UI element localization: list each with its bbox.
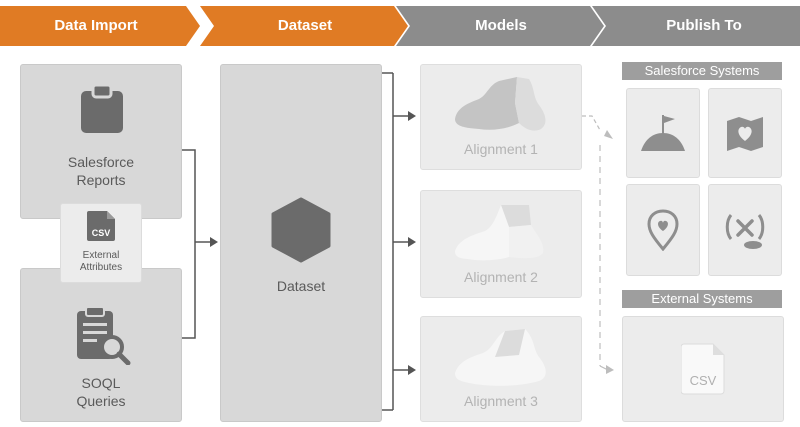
step-label: Publish To (666, 17, 742, 34)
territory-map-icon (455, 329, 546, 386)
model-label: Alignment 2 (464, 269, 538, 285)
model-label: Alignment 1 (464, 141, 538, 157)
step-models: Models (396, 6, 604, 46)
card-label-line-1: SOQL (81, 375, 121, 391)
csv-badge: CSV (91, 228, 111, 238)
step-label: Dataset (277, 17, 333, 34)
salesforce-systems-header: Salesforce Systems (622, 62, 782, 80)
model-label: Alignment 3 (464, 393, 538, 409)
csv-file-icon: CSV (681, 343, 725, 395)
model-card-alignment-2[interactable]: Alignment 2 (420, 190, 582, 298)
publish-tile-map[interactable] (708, 88, 782, 178)
territory-map-icon (455, 205, 544, 261)
soql-queries-card[interactable]: SOQL Queries (20, 268, 182, 422)
clipboard-icon (81, 83, 123, 133)
hexagon-icon (271, 197, 331, 263)
document-search-icon (77, 306, 131, 365)
card-label-line-1: Salesforce (67, 154, 135, 170)
publish-tile-summit[interactable] (626, 88, 700, 178)
csv-label: CSV (689, 373, 717, 388)
step-label: Data Import (54, 17, 138, 34)
dataset-card[interactable]: Dataset (220, 64, 382, 422)
summit-flag-icon (641, 115, 685, 151)
card-label-line-2: Reports (76, 172, 126, 188)
card-label-line-2: Queries (76, 393, 126, 409)
model-card-alignment-1[interactable]: Alignment 1 (420, 64, 582, 170)
step-dataset: Dataset (200, 6, 408, 46)
publish-tile-location[interactable] (626, 184, 700, 276)
step-label: Models (475, 17, 527, 34)
external-systems-header: External Systems (622, 290, 782, 308)
salesforce-reports-card[interactable]: Salesforce Reports (20, 64, 182, 219)
territory-map-icon (455, 77, 546, 131)
map-heart-icon (727, 117, 763, 151)
dataset-label: Dataset (276, 278, 326, 294)
location-heart-icon (647, 209, 679, 251)
card-label-line-2: Attributes (79, 262, 123, 273)
publish-tile-formula[interactable] (708, 184, 782, 276)
external-attributes-card[interactable]: CSV External Attributes (60, 203, 142, 283)
model-card-alignment-3[interactable]: Alignment 3 (420, 316, 582, 422)
card-label-line-1: External (82, 250, 120, 261)
step-data-import: Data Import (0, 6, 200, 46)
csv-file-icon: CSV (87, 211, 115, 241)
formula-icon (725, 214, 765, 249)
step-publish-to: Publish To (592, 6, 800, 46)
publish-tile-external-csv[interactable]: CSV (622, 316, 784, 422)
